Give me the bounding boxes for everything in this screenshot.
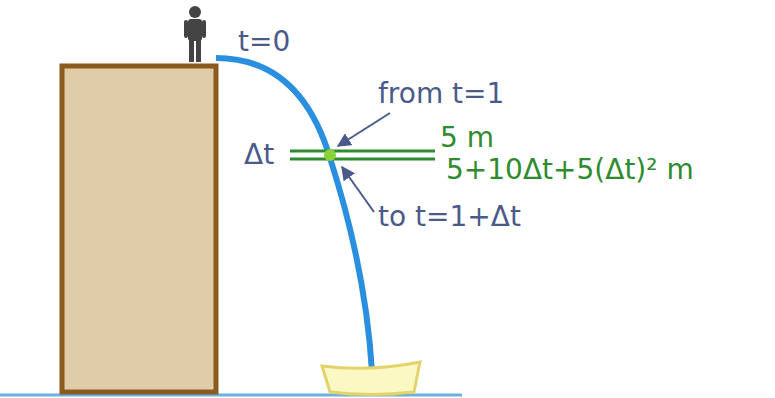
time-label: to t=1+Δt: [378, 203, 521, 231]
time-label: t=0: [238, 28, 290, 56]
bucket: [322, 362, 420, 395]
height-line: [290, 150, 435, 153]
interval-label: Δt: [244, 141, 274, 169]
distance-label: 5 m: [440, 124, 494, 152]
building: [62, 66, 216, 392]
leader-line: [338, 113, 390, 146]
water-trajectory: [216, 58, 372, 372]
person-figure: [184, 6, 206, 62]
interval-dot: [324, 149, 336, 161]
height-line: [290, 158, 435, 161]
leader-line: [342, 167, 374, 212]
time-label: from t=1: [378, 80, 504, 108]
distance-label: 5+10Δt+5(Δt)² m: [446, 156, 694, 184]
